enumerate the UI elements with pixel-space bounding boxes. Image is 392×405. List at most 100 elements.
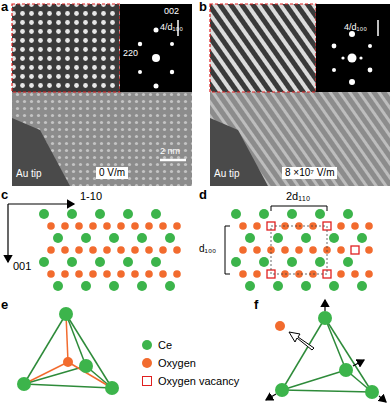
fft-inset: [120, 4, 192, 92]
oxygen-atom: [275, 321, 285, 331]
oxygen-atom: [145, 222, 153, 230]
ce-atom: [39, 209, 49, 219]
ce-atom: [67, 209, 77, 219]
scale-bar: [160, 159, 186, 162]
ce-atom: [273, 233, 283, 243]
ce-atom: [329, 233, 339, 243]
tip-label: Au tip: [16, 168, 42, 180]
ce-atom: [301, 281, 311, 291]
oxygen-atom: [239, 270, 247, 278]
ce-atom: [67, 257, 77, 267]
panel-letter: f: [254, 298, 258, 313]
oxygen-atom: [173, 270, 181, 278]
ce-atom: [357, 233, 367, 243]
ce-atom: [39, 257, 49, 267]
oxygen-atom: [131, 270, 139, 278]
expansion-arrows: [266, 300, 386, 402]
oxygen-atom: [337, 270, 345, 278]
crystal-lattice: [39, 209, 181, 291]
fft-index: 220: [123, 48, 138, 58]
oxygen-atom: [47, 246, 55, 254]
dimension-bracket: [271, 206, 327, 211]
ce-atom: [137, 233, 147, 243]
ce-atom: [81, 233, 91, 243]
oxygen-atom: [103, 270, 111, 278]
legend-row: Oxygen: [142, 354, 239, 372]
tem-image: [210, 4, 390, 186]
ce-atoms: [17, 307, 119, 395]
dimension-bracket: [225, 226, 230, 274]
oxygen-atom: [253, 246, 261, 254]
oxygen-atom: [295, 246, 303, 254]
fft-spots: [138, 28, 174, 89]
oxygen-atom: [365, 270, 373, 278]
oxygen-atom: [253, 222, 261, 230]
oxygen-atom: [117, 222, 125, 230]
ce-atom: [109, 233, 119, 243]
ce-atom: [95, 209, 105, 219]
ce-atom: [231, 209, 241, 219]
panel-letter: d: [199, 188, 207, 203]
fft-spots: [332, 31, 373, 85]
fft-inset: [316, 4, 390, 92]
oxygen-atom: [253, 270, 261, 278]
hollow-arrow: [289, 332, 314, 350]
axis-arrow: [7, 204, 8, 262]
oxygen-atom: [351, 270, 359, 278]
tip-label: Au tip: [214, 168, 240, 180]
legend-text: Oxygen: [158, 357, 196, 369]
oxygen-atom: [75, 270, 83, 278]
ce-atom: [151, 257, 161, 267]
dimension-label: d₁₀₀: [199, 243, 216, 255]
ce-atom: [231, 257, 241, 267]
fft-spacing: 4/d₁₀₀: [344, 22, 367, 32]
au-tip: [12, 118, 70, 186]
ce-atom: [357, 281, 367, 291]
ce-atom: [53, 233, 63, 243]
ce-atom: [329, 281, 339, 291]
oxygen-atom: [145, 270, 153, 278]
oxygen-atom: [365, 246, 373, 254]
ce-atom: [287, 257, 297, 267]
field-label: 0 V/m: [96, 167, 128, 179]
oxygen-atom: [159, 222, 167, 230]
ce-atoms: [275, 311, 379, 399]
tetrahedron: [24, 314, 112, 388]
legend: CeOxygenOxygen vacancy: [142, 336, 239, 390]
oxygen-atom: [61, 270, 69, 278]
ce-atom: [53, 281, 63, 291]
ce-atom: [245, 233, 255, 243]
field-label: 8 ×10⁷ V/m: [282, 167, 337, 179]
oxygen-atom: [239, 246, 247, 254]
oxygen-atom: [131, 222, 139, 230]
oxygen-vacancy: [351, 246, 359, 254]
oxygen-atom: [337, 222, 345, 230]
oxygen-atom: [281, 246, 289, 254]
ce-atom: [343, 257, 353, 267]
ce-atom: [315, 257, 325, 267]
ce-atom: [165, 281, 175, 291]
fft-index: 002: [164, 6, 179, 16]
ce-atom: [301, 233, 311, 243]
oxygen-atom: [103, 246, 111, 254]
tem-image: [12, 4, 192, 186]
ce-atom: [273, 281, 283, 291]
oxygen-atom: [159, 270, 167, 278]
lattice-inset: [210, 4, 316, 92]
legend-row: Oxygen vacancy: [142, 372, 239, 390]
fft-spacing: 4/d₁₀₀: [160, 22, 183, 32]
oxygen-atom: [131, 246, 139, 254]
oxygen-atom: [47, 270, 55, 278]
oxygen-atom: [351, 222, 359, 230]
panel-letter: b: [199, 0, 207, 15]
dimension-label: 2d₁₁₀: [286, 190, 310, 203]
oxygen-atom: [47, 222, 55, 230]
ce-atom: [123, 209, 133, 219]
ce-atom: [95, 257, 105, 267]
ce-atom: [151, 209, 161, 219]
oxygen-atom: [365, 222, 373, 230]
ce-atom: [137, 281, 147, 291]
oxygen-atom: [117, 246, 125, 254]
legend-swatch: [142, 340, 152, 350]
oxygen-atom: [61, 246, 69, 254]
